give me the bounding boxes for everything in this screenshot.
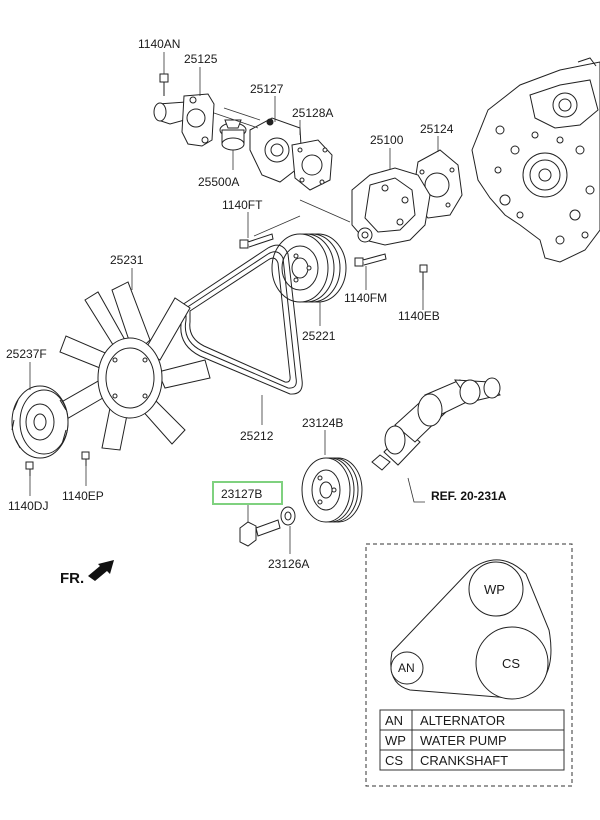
label-25212[interactable]: 25212 bbox=[240, 429, 274, 443]
label-25221[interactable]: 25221 bbox=[302, 329, 336, 343]
thermostat-illustration bbox=[219, 119, 247, 151]
reference-label[interactable]: REF. 20-231A bbox=[431, 489, 507, 503]
leader-lines bbox=[29, 52, 439, 554]
highlight-box bbox=[212, 481, 283, 505]
drive-belt-illustration bbox=[180, 244, 303, 395]
belt-routing-schematic bbox=[390, 559, 552, 700]
water-pump-illustration bbox=[351, 149, 463, 246]
legend-name: ALTERNATOR bbox=[420, 713, 505, 728]
label-23124b[interactable]: 23124B bbox=[302, 416, 343, 430]
label-25500a[interactable]: 25500A bbox=[198, 175, 239, 189]
crankshaft-pulley-illustration bbox=[301, 457, 363, 523]
label-1140fm[interactable]: 1140FM bbox=[344, 291, 387, 305]
belt-label-an: AN bbox=[398, 661, 415, 675]
belt-label-cs: CS bbox=[502, 656, 520, 671]
belt-label-wp: WP bbox=[484, 582, 505, 597]
legend-name: CRANKSHAFT bbox=[420, 753, 508, 768]
crankshaft-illustration bbox=[371, 377, 501, 471]
label-25124[interactable]: 25124 bbox=[420, 122, 454, 136]
label-1140an[interactable]: 1140AN bbox=[138, 37, 180, 51]
water-pump-pulley-illustration bbox=[271, 233, 347, 303]
label-1140ep[interactable]: 1140EP bbox=[62, 489, 104, 503]
legend-code: WP bbox=[385, 733, 406, 748]
label-1140ft[interactable]: 1140FT bbox=[222, 198, 263, 212]
front-label: FR. bbox=[60, 570, 84, 587]
front-marker: FR. bbox=[60, 560, 114, 587]
belt-routing-panel: WP CS AN AN ALTERNATOR WP WATER PUMP CS … bbox=[365, 543, 573, 787]
label-25127[interactable]: 25127 bbox=[250, 82, 284, 96]
label-25125[interactable]: 25125 bbox=[184, 52, 218, 66]
label-1140eb[interactable]: 1140EB bbox=[398, 309, 440, 323]
label-1140dj[interactable]: 1140DJ bbox=[8, 499, 48, 513]
legend-code: CS bbox=[385, 753, 403, 768]
legend-table: AN ALTERNATOR WP WATER PUMP CS CRANKSHAF… bbox=[379, 709, 565, 771]
engine-block-illustration bbox=[471, 57, 600, 263]
legend-code: AN bbox=[385, 713, 403, 728]
label-23127b[interactable]: 23127B bbox=[221, 487, 262, 501]
label-23126a[interactable]: 23126A bbox=[268, 557, 309, 571]
crank-bolt-illustration bbox=[239, 506, 296, 547]
front-arrow-icon bbox=[88, 560, 114, 581]
legend-name: WATER PUMP bbox=[420, 733, 507, 748]
label-25237f[interactable]: 25237F bbox=[6, 347, 47, 361]
label-25128a[interactable]: 25128A bbox=[292, 106, 333, 120]
part-number-labels: 1140AN 25125 25127 25128A 25100 25124 25… bbox=[6, 37, 454, 571]
label-25231[interactable]: 25231 bbox=[110, 253, 144, 267]
fan-clutch-illustration bbox=[11, 385, 90, 476]
water-inlet-illustration bbox=[249, 117, 333, 191]
cooling-fan-illustration bbox=[57, 281, 211, 451]
bolts-illustration bbox=[239, 233, 428, 290]
label-25100[interactable]: 25100 bbox=[370, 133, 404, 147]
highlighted-part[interactable]: 23127B bbox=[212, 481, 283, 505]
thermostat-housing-illustration bbox=[153, 73, 215, 147]
